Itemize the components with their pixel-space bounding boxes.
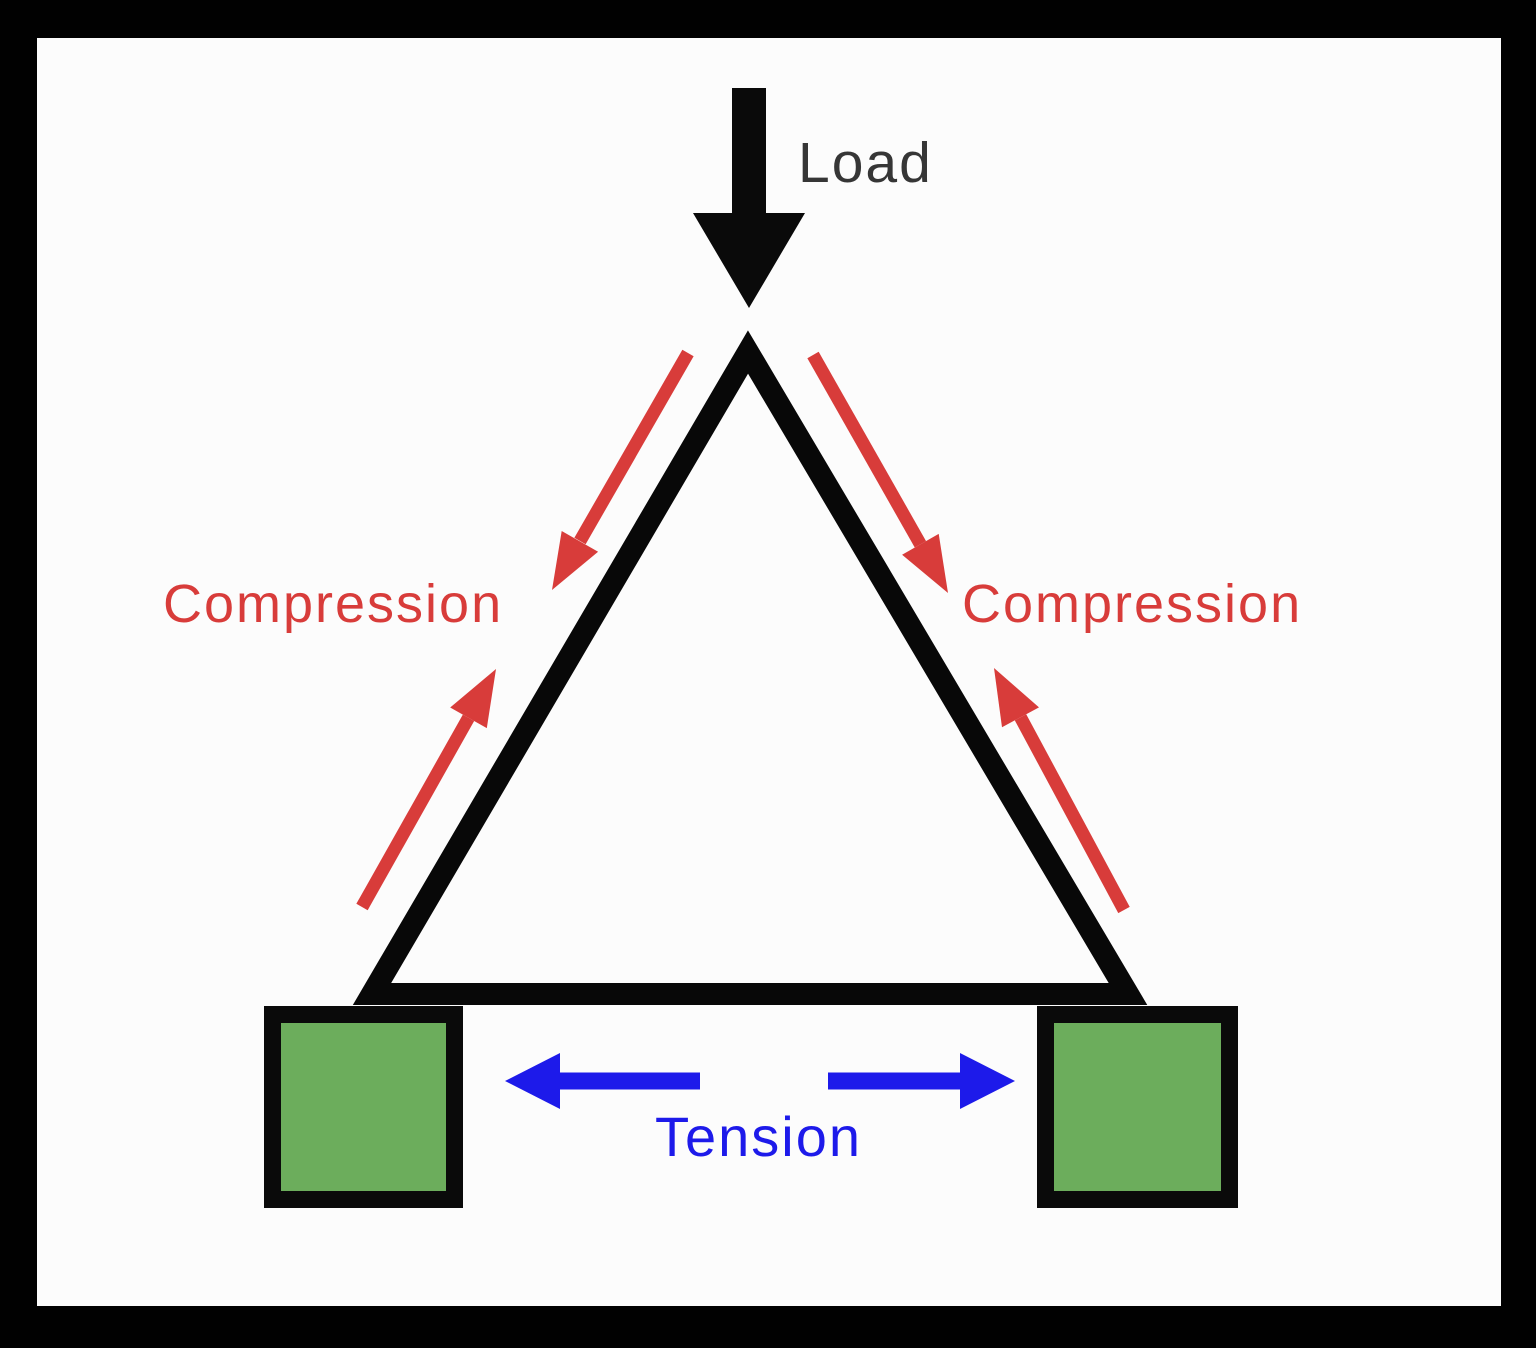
compression-label-left: Compression — [163, 574, 504, 634]
support-right — [1037, 1006, 1238, 1208]
tension-arrow-left-icon — [505, 1053, 700, 1109]
compression-arrow-upper-left-icon — [552, 349, 694, 590]
compression-label-right: Compression — [962, 574, 1303, 634]
compression-arrow-upper-right-icon — [807, 351, 948, 593]
load-label: Load — [798, 131, 933, 195]
load-arrow-down-icon — [693, 88, 805, 308]
tension-label: Tension — [655, 1105, 863, 1168]
compression-arrow-lower-right-icon — [994, 668, 1130, 914]
truss-triangle — [352, 330, 1148, 1005]
compression-arrow-lower-left-icon — [356, 669, 496, 911]
support-left — [264, 1006, 463, 1208]
tension-arrow-right-icon — [828, 1053, 1015, 1109]
